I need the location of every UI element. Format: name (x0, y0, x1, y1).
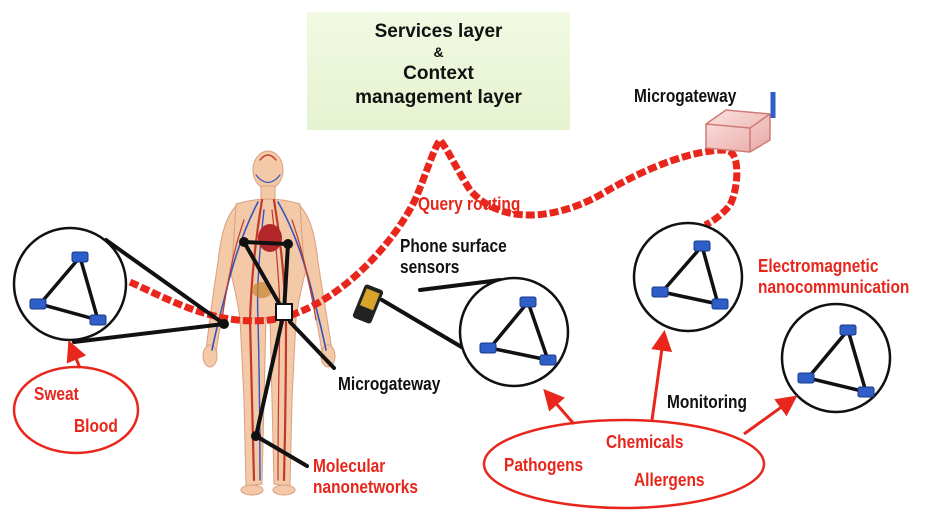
pathogens-label: Pathogens (504, 455, 583, 476)
nanonetwork-phone (460, 278, 568, 386)
em-nanocommunication-label: Electromagnetic nanocommunication (758, 256, 909, 298)
microgateway-body-label: Microgateway (338, 374, 440, 395)
chemicals-label: Chemicals (606, 432, 683, 453)
monitoring-label: Monitoring (667, 392, 747, 413)
sweat-blood-bubble (14, 367, 138, 453)
nanonetwork-monitoring (782, 304, 890, 412)
phone-surface-line-1: Phone surface (400, 236, 507, 257)
pathogens-arrow (546, 392, 574, 424)
nanonetwork-left (14, 228, 126, 340)
phone-link-lower (382, 300, 470, 352)
sweat-label: Sweat (34, 384, 79, 405)
body-node-3 (219, 319, 229, 329)
microgateway-top-label: Microgateway (634, 86, 736, 107)
chemicals-arrow (652, 334, 664, 420)
blood-label: Blood (74, 416, 118, 437)
em-line-2: nanocommunication (758, 277, 909, 298)
molecular-line-2: nanonetworks (313, 477, 418, 498)
query-routing-label: Query routing (418, 194, 520, 215)
sweat-arrow (70, 344, 80, 368)
em-line-1: Electromagnetic (758, 256, 909, 277)
allergens-arrow (744, 398, 794, 434)
body-node-1 (239, 237, 249, 247)
allergens-label: Allergens (634, 470, 705, 491)
phone-icon (352, 284, 384, 325)
phone-surface-line-2: sensors (400, 257, 507, 278)
body-node-4 (251, 431, 261, 441)
body-link-top (244, 242, 288, 244)
nanonetwork-em (634, 223, 742, 331)
phone-surface-label: Phone surface sensors (400, 236, 507, 278)
molecular-nanonetworks-label: Molecular nanonetworks (313, 456, 418, 498)
body-node-2 (283, 239, 293, 249)
molecular-line-1: Molecular (313, 456, 418, 477)
body-microgateway-box (276, 304, 292, 320)
